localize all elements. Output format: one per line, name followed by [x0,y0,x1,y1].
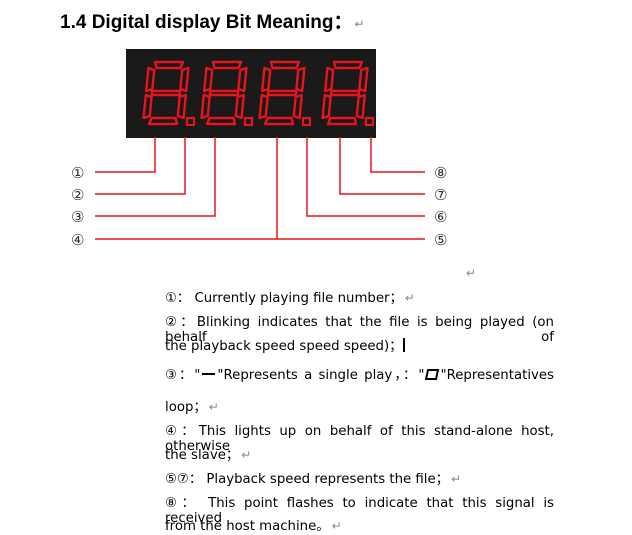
digit-3-segment-g [266,89,298,97]
display-digits [142,60,375,127]
digit-3-decimal-point [301,116,312,127]
digit-1-segment-c [176,93,188,120]
digit-4-segment-f [323,66,335,93]
text-line-3: the playback speed speed speed)； [165,335,406,354]
line-text: ③：" [165,368,201,383]
leader-line-7 [339,137,425,195]
leader-line-3 [95,137,216,217]
digit-3-segment-c [292,93,304,120]
digit-4-segment-e [321,93,332,120]
paragraph-mark-icon: ↵ [450,472,462,486]
leader-line-6 [306,137,425,217]
digit-4-decimal-point [364,116,375,127]
digit-3-segment-d [263,116,295,126]
line-text: from the host machine。 [165,519,330,534]
paragraph-mark-icon: ↵ [404,291,415,305]
digit-4-segment-d [326,116,358,126]
digit-2-segment-b [237,66,248,93]
leader-line-2 [95,137,186,195]
paragraph-mark-icon: ↵ [331,519,342,533]
digit-1-segment-f [144,66,156,93]
digit-3-segment-f [260,66,272,93]
digit-1-segment-e [142,93,153,120]
title-colon: ： [333,12,353,33]
digit-4-segment-b [358,66,369,93]
text-line-4: ③：" "Represents a single play，：" "Represen… [165,364,554,383]
callout-1: ① [71,164,84,182]
callout-4: ④ [71,231,84,249]
callout-labels: ① ② ③ ④ ⑤ ⑥ ⑦ ⑧ [71,164,447,249]
digit-4-segment-a [332,60,364,70]
text-line-2: ②：Blinking indicates that the file is be… [165,315,554,345]
digit-4-segment-c [355,93,367,120]
digit-2-segment-c [234,93,246,120]
digit-3-segment-e [258,93,269,120]
text-line-6: ④：This lights up on behalf of this stand… [165,424,554,454]
line-text: loop； [165,400,207,415]
section-title-text: 1.4 Digital display Bit Meaning [60,12,334,33]
callout-6: ⑥ [434,208,447,226]
digit-2-segment-g [208,89,240,97]
digit-2-decimal-point [243,116,254,127]
leader-line-8 [370,137,425,173]
paragraph-mark-icon: ↵ [354,17,365,31]
line-text: the playback speed speed speed)； [165,339,403,354]
text-cursor-icon [403,338,405,352]
text-line-1: ①： Currently playing file number；↵ [165,287,415,306]
paragraph-mark-icon: ↵ [208,400,219,414]
digit-4-segment-g [329,89,361,97]
digit-2-segment-d [205,116,237,126]
digit-3-segment-b [295,66,306,93]
digit-1-segment-b [179,66,190,93]
digital-display-diagram: ① ② ③ ④ ⑤ ⑥ ⑦ ⑧ [71,49,447,249]
digit-1-segment-g [150,89,182,97]
digit-1-segment-a [153,60,185,70]
paragraph-mark-icon: ↵ [466,266,477,280]
text-line-5: loop；↵ [165,396,219,415]
line-text: the slave； [165,448,240,463]
callout-5: ⑤ [434,231,447,249]
text-line-7: the slave；↵ [165,444,251,463]
line-text: "Represents a single play，：" [217,368,425,383]
digit-2-segment-f [202,66,214,93]
leader-lines [95,137,425,240]
leader-line-1 [95,137,156,173]
callout-8: ⑧ [434,164,447,182]
digit-1-segment-d [147,116,179,126]
text-line-9: ⑧： This point flashes to indicate that t… [165,496,554,526]
digit-2-segment-e [200,93,211,120]
single-play-dash-icon [202,372,216,375]
paragraph-mark-icon: ↵ [241,448,252,462]
text-line-10: from the host machine。↵ [165,515,342,534]
section-title: 1.4 Digital display Bit Meaning：↵ [60,7,365,34]
callout-2: ② [71,186,84,204]
digit-2-segment-a [211,60,243,70]
loop-box-icon [425,369,440,380]
digit-3-segment-a [269,60,301,70]
line-text: "Representatives [440,368,554,383]
line-text: ①： Currently playing file number； [165,291,403,306]
leader-line-4 [95,137,278,240]
digit-1-decimal-point [185,116,196,127]
callout-7: ⑦ [434,186,447,204]
callout-3: ③ [71,208,84,226]
line-text: ⑤⑦： Playback speed represents the file； [165,472,449,487]
text-line-8: ⑤⑦： Playback speed represents the file；↵ [165,468,461,487]
